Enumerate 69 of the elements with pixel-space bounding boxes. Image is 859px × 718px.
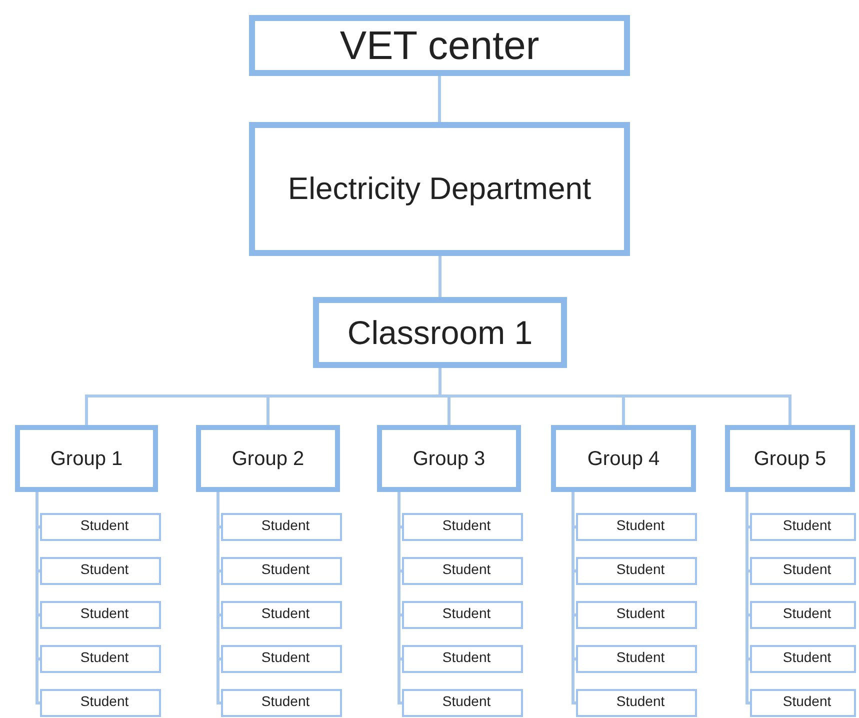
node-label: Student xyxy=(80,516,129,535)
node-label: Group 1 xyxy=(50,446,123,472)
node-label: Student xyxy=(782,648,832,667)
node-label: Student xyxy=(261,560,310,579)
student-box xyxy=(402,557,523,585)
student-box xyxy=(40,513,161,541)
node-label: Student xyxy=(782,692,832,711)
student-box xyxy=(221,645,342,673)
node-label: Student xyxy=(616,692,665,711)
student-box xyxy=(576,601,697,629)
group-box xyxy=(551,425,696,492)
node-label: Student xyxy=(442,648,491,667)
student-box xyxy=(402,645,523,673)
student-box xyxy=(221,601,342,629)
student-box xyxy=(750,645,856,673)
node-label: Student xyxy=(80,692,129,711)
node-label: Student xyxy=(616,604,665,623)
student-box xyxy=(221,689,342,717)
student-box xyxy=(40,645,161,673)
student-box xyxy=(576,513,697,541)
node-label: VET center xyxy=(340,22,540,70)
node-label: Group 4 xyxy=(587,446,660,472)
group-box xyxy=(15,425,158,492)
node-label: Group 3 xyxy=(412,446,486,472)
group-box xyxy=(725,425,855,492)
node-label: Group 2 xyxy=(232,446,304,472)
student-box xyxy=(402,513,523,541)
node-label: Student xyxy=(442,604,491,623)
student-box xyxy=(750,557,856,585)
connector-line xyxy=(438,76,441,122)
org-box xyxy=(249,15,630,76)
student-box xyxy=(221,557,342,585)
node-label: Student xyxy=(261,692,310,711)
student-box xyxy=(750,601,856,629)
student-box xyxy=(40,689,161,717)
node-label: Student xyxy=(80,648,129,667)
student-box xyxy=(40,557,161,585)
student-box xyxy=(576,689,697,717)
node-label: Student xyxy=(80,560,129,579)
student-box xyxy=(750,513,856,541)
connector-line xyxy=(438,368,792,425)
node-label: Electricity Department xyxy=(288,170,592,208)
student-box xyxy=(750,689,856,717)
group-box xyxy=(196,425,340,492)
student-box xyxy=(576,645,697,673)
node-label: Student xyxy=(616,560,665,579)
node-label: Student xyxy=(782,604,832,623)
node-label: Student xyxy=(442,692,491,711)
node-label: Student xyxy=(616,648,665,667)
node-label: Student xyxy=(782,560,832,579)
node-label: Student xyxy=(442,560,491,579)
org-box xyxy=(313,297,567,368)
node-label: Student xyxy=(782,516,832,535)
connector-line xyxy=(438,256,442,297)
node-label: Student xyxy=(80,604,129,623)
student-box xyxy=(576,557,697,585)
node-label: Student xyxy=(442,516,491,535)
student-box xyxy=(402,689,523,717)
student-box xyxy=(40,601,161,629)
node-label: Student xyxy=(261,516,310,535)
node-label: Group 5 xyxy=(754,446,826,472)
student-box xyxy=(402,601,523,629)
node-label: Student xyxy=(261,648,310,667)
node-label: Classroom 1 xyxy=(347,312,533,353)
org-box xyxy=(249,122,630,256)
student-box xyxy=(221,513,342,541)
node-label: Student xyxy=(616,516,665,535)
node-label: Student xyxy=(261,604,310,623)
group-box xyxy=(377,425,521,492)
